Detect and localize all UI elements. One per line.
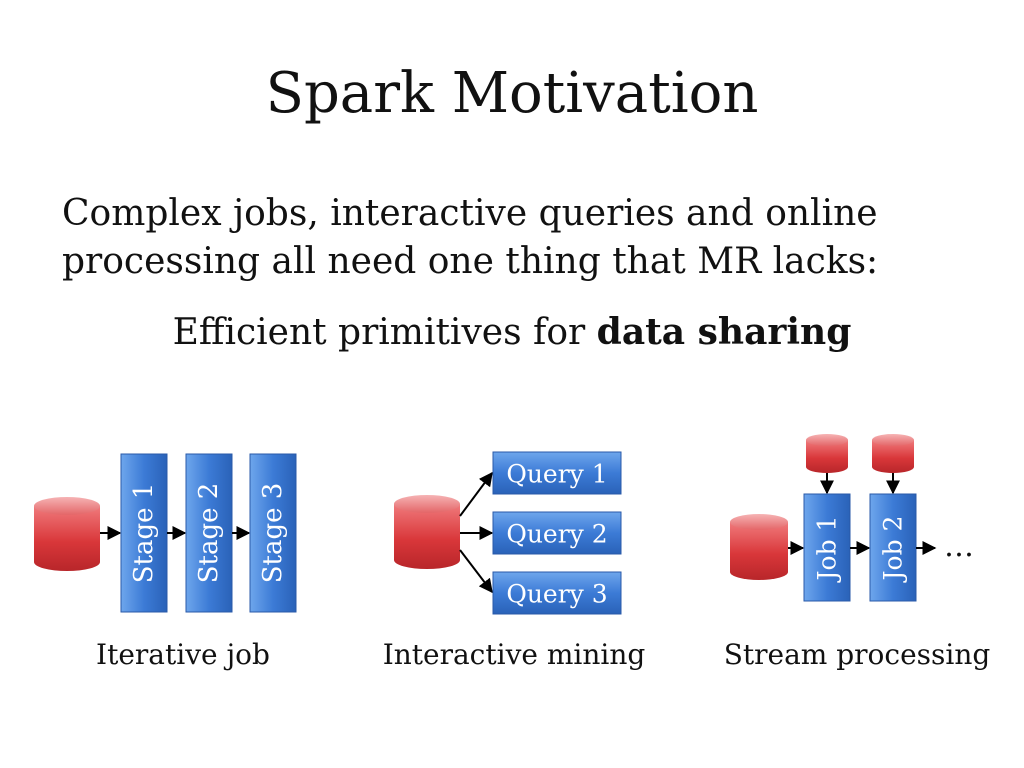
- arrow: [459, 471, 493, 517]
- query-label-1: Query 1: [506, 460, 607, 489]
- stage-label-2: Stage 2: [194, 483, 224, 584]
- caption-stream: Stream processing: [724, 638, 991, 671]
- slide-title: Spark Motivation: [265, 61, 759, 126]
- stage-label-1: Stage 1: [129, 483, 159, 584]
- emphasis-bold: data sharing: [596, 311, 852, 353]
- body-line-2: processing all need one thing that MR la…: [62, 241, 879, 282]
- query-label-2: Query 2: [506, 520, 607, 549]
- database-icon: [730, 514, 788, 580]
- job-box-2: Job 2: [869, 493, 917, 602]
- ellipsis-text: …: [944, 529, 974, 564]
- stage-box-1: Stage 1: [120, 453, 168, 613]
- caption-interactive: Interactive mining: [383, 638, 646, 671]
- stream-processing-diagram: Job 1 Job 2 … Stream processing: [724, 434, 991, 671]
- arrow: [459, 549, 493, 594]
- job-label-2: Job 2: [879, 516, 908, 584]
- stage-box-3: Stage 3: [249, 453, 297, 613]
- query-box-1: Query 1: [492, 451, 622, 495]
- query-box-2: Query 2: [492, 511, 622, 555]
- query-label-3: Query 3: [506, 580, 607, 609]
- stage-box-2: Stage 2: [185, 453, 233, 613]
- query-box-3: Query 3: [492, 571, 622, 615]
- job-label-1: Job 1: [813, 516, 842, 584]
- caption-iterative: Iterative job: [96, 638, 270, 671]
- body-text: Complex jobs, interactive queries and on…: [62, 190, 982, 286]
- database-icon-top-2: [872, 434, 914, 473]
- body-line-1: Complex jobs, interactive queries and on…: [62, 193, 878, 234]
- emphasis-prefix: Efficient primitives for: [172, 312, 597, 353]
- database-icon: [34, 497, 100, 571]
- emphasis-line: Efficient primitives for data sharing: [0, 308, 1024, 357]
- iterative-job-diagram: Stage 1 Stage 2 Stage 3 Iterative job: [34, 453, 297, 671]
- interactive-mining-diagram: Query 1 Query 2 Query 3 Interactive mini…: [383, 451, 646, 671]
- database-icon-top-1: [806, 434, 848, 473]
- job-box-1: Job 1: [803, 493, 851, 602]
- stage-label-3: Stage 3: [258, 483, 288, 584]
- database-icon: [394, 495, 460, 569]
